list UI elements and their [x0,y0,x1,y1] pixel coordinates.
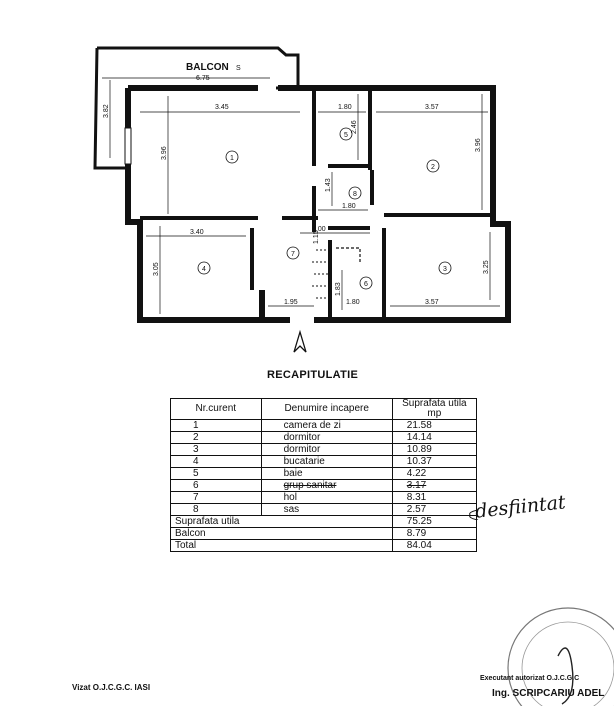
balcony-mark: S [236,65,241,72]
dim-r4-width: 3.40 [190,229,204,236]
outer-walls [125,85,511,323]
dim-r3-height: 3.25 [483,260,490,274]
recap-title: RECAPITULATIE [267,369,359,381]
dim-balcony-depth: 3.82 [103,104,110,118]
brace-icon [469,510,479,520]
dim-balcony-width: 6.75 [196,75,210,82]
visa-text: Vizat O.J.C.G.C. IASI [72,683,151,692]
entrance-arrow-icon [293,329,307,353]
dim-r3-width: 3.57 [425,299,439,306]
floor-plan: BALCON S 6.75 3.82 3.45 3.96 1.80 2.4 [93,46,511,353]
room-number-3: 3 [443,266,447,273]
header-nr: Nr.curent [170,398,262,420]
dim-r5-width: 1.80 [338,104,352,111]
balcony-label: BALCON [186,62,229,73]
dim-r4-height: 3.05 [153,262,160,276]
table-row: 7 hol 8.31 [170,491,478,504]
table-row: 4 bucatarie 10.37 [170,455,478,468]
total-row: Suprafata utila 75.25 [170,515,478,528]
header-area: Suprafata utila mp [391,398,478,420]
table-row: 1 camera de zi 21.58 [170,419,478,432]
dim-r2-width: 3.57 [425,104,439,111]
table-header-row: Nr.curent Denumire incapere Suprafata ut… [170,398,478,420]
dim-hall-width: 4.00 [312,226,326,233]
struck-name: grup sanitar [283,480,337,491]
dim-r1-width: 3.45 [215,104,229,111]
author-line: Executant autorizat O.J.C.G.C [480,675,580,682]
room-number-5: 5 [344,132,348,139]
dim-r5-height: 2.46 [351,120,358,134]
table-row: 3 dormitor 10.89 [170,443,478,456]
table-row: 8 sas 2.57 [170,503,478,516]
room-number-1: 1 [230,155,234,162]
dim-hall-small: 1.15 [313,230,320,244]
inner-walls [140,90,493,320]
dim-r8-width: 1.80 [342,203,356,210]
header-name: Denumire incapere [260,398,393,420]
dim-r8-height: 1.43 [325,178,332,192]
table-row-struck: 6 grup sanitar 3.17 [170,479,478,492]
dim-r6-width: 1.80 [346,299,360,306]
room-markers: 1 2 3 4 5 6 7 8 [197,127,452,290]
dim-r2-height: 3.96 [475,138,482,152]
table-row: 5 baie 4.22 [170,467,478,480]
struck-area: 3.17 [406,480,427,491]
room-number-2: 2 [431,164,435,171]
engineer-name: Ing. SCRIPCARIU ADEL [492,688,605,699]
dim-r6-height: 1.83 [335,282,342,296]
stamp-seal [507,607,614,706]
recap-table: Nr.curent Denumire incapere Suprafata ut… [170,398,478,552]
table-row: 2 dormitor 14.14 [170,431,478,444]
handwritten-note: desfiintat [474,491,567,523]
total-row: Total 84.04 [170,539,478,552]
room-number-7: 7 [291,251,295,258]
total-row: Balcon 8.79 [170,527,478,540]
dim-hall-bottom: 1.95 [284,299,298,306]
room-number-4: 4 [202,266,206,273]
dim-r1-height: 3.96 [161,146,168,160]
room-number-8: 8 [353,191,357,198]
room-number-6: 6 [364,281,368,288]
